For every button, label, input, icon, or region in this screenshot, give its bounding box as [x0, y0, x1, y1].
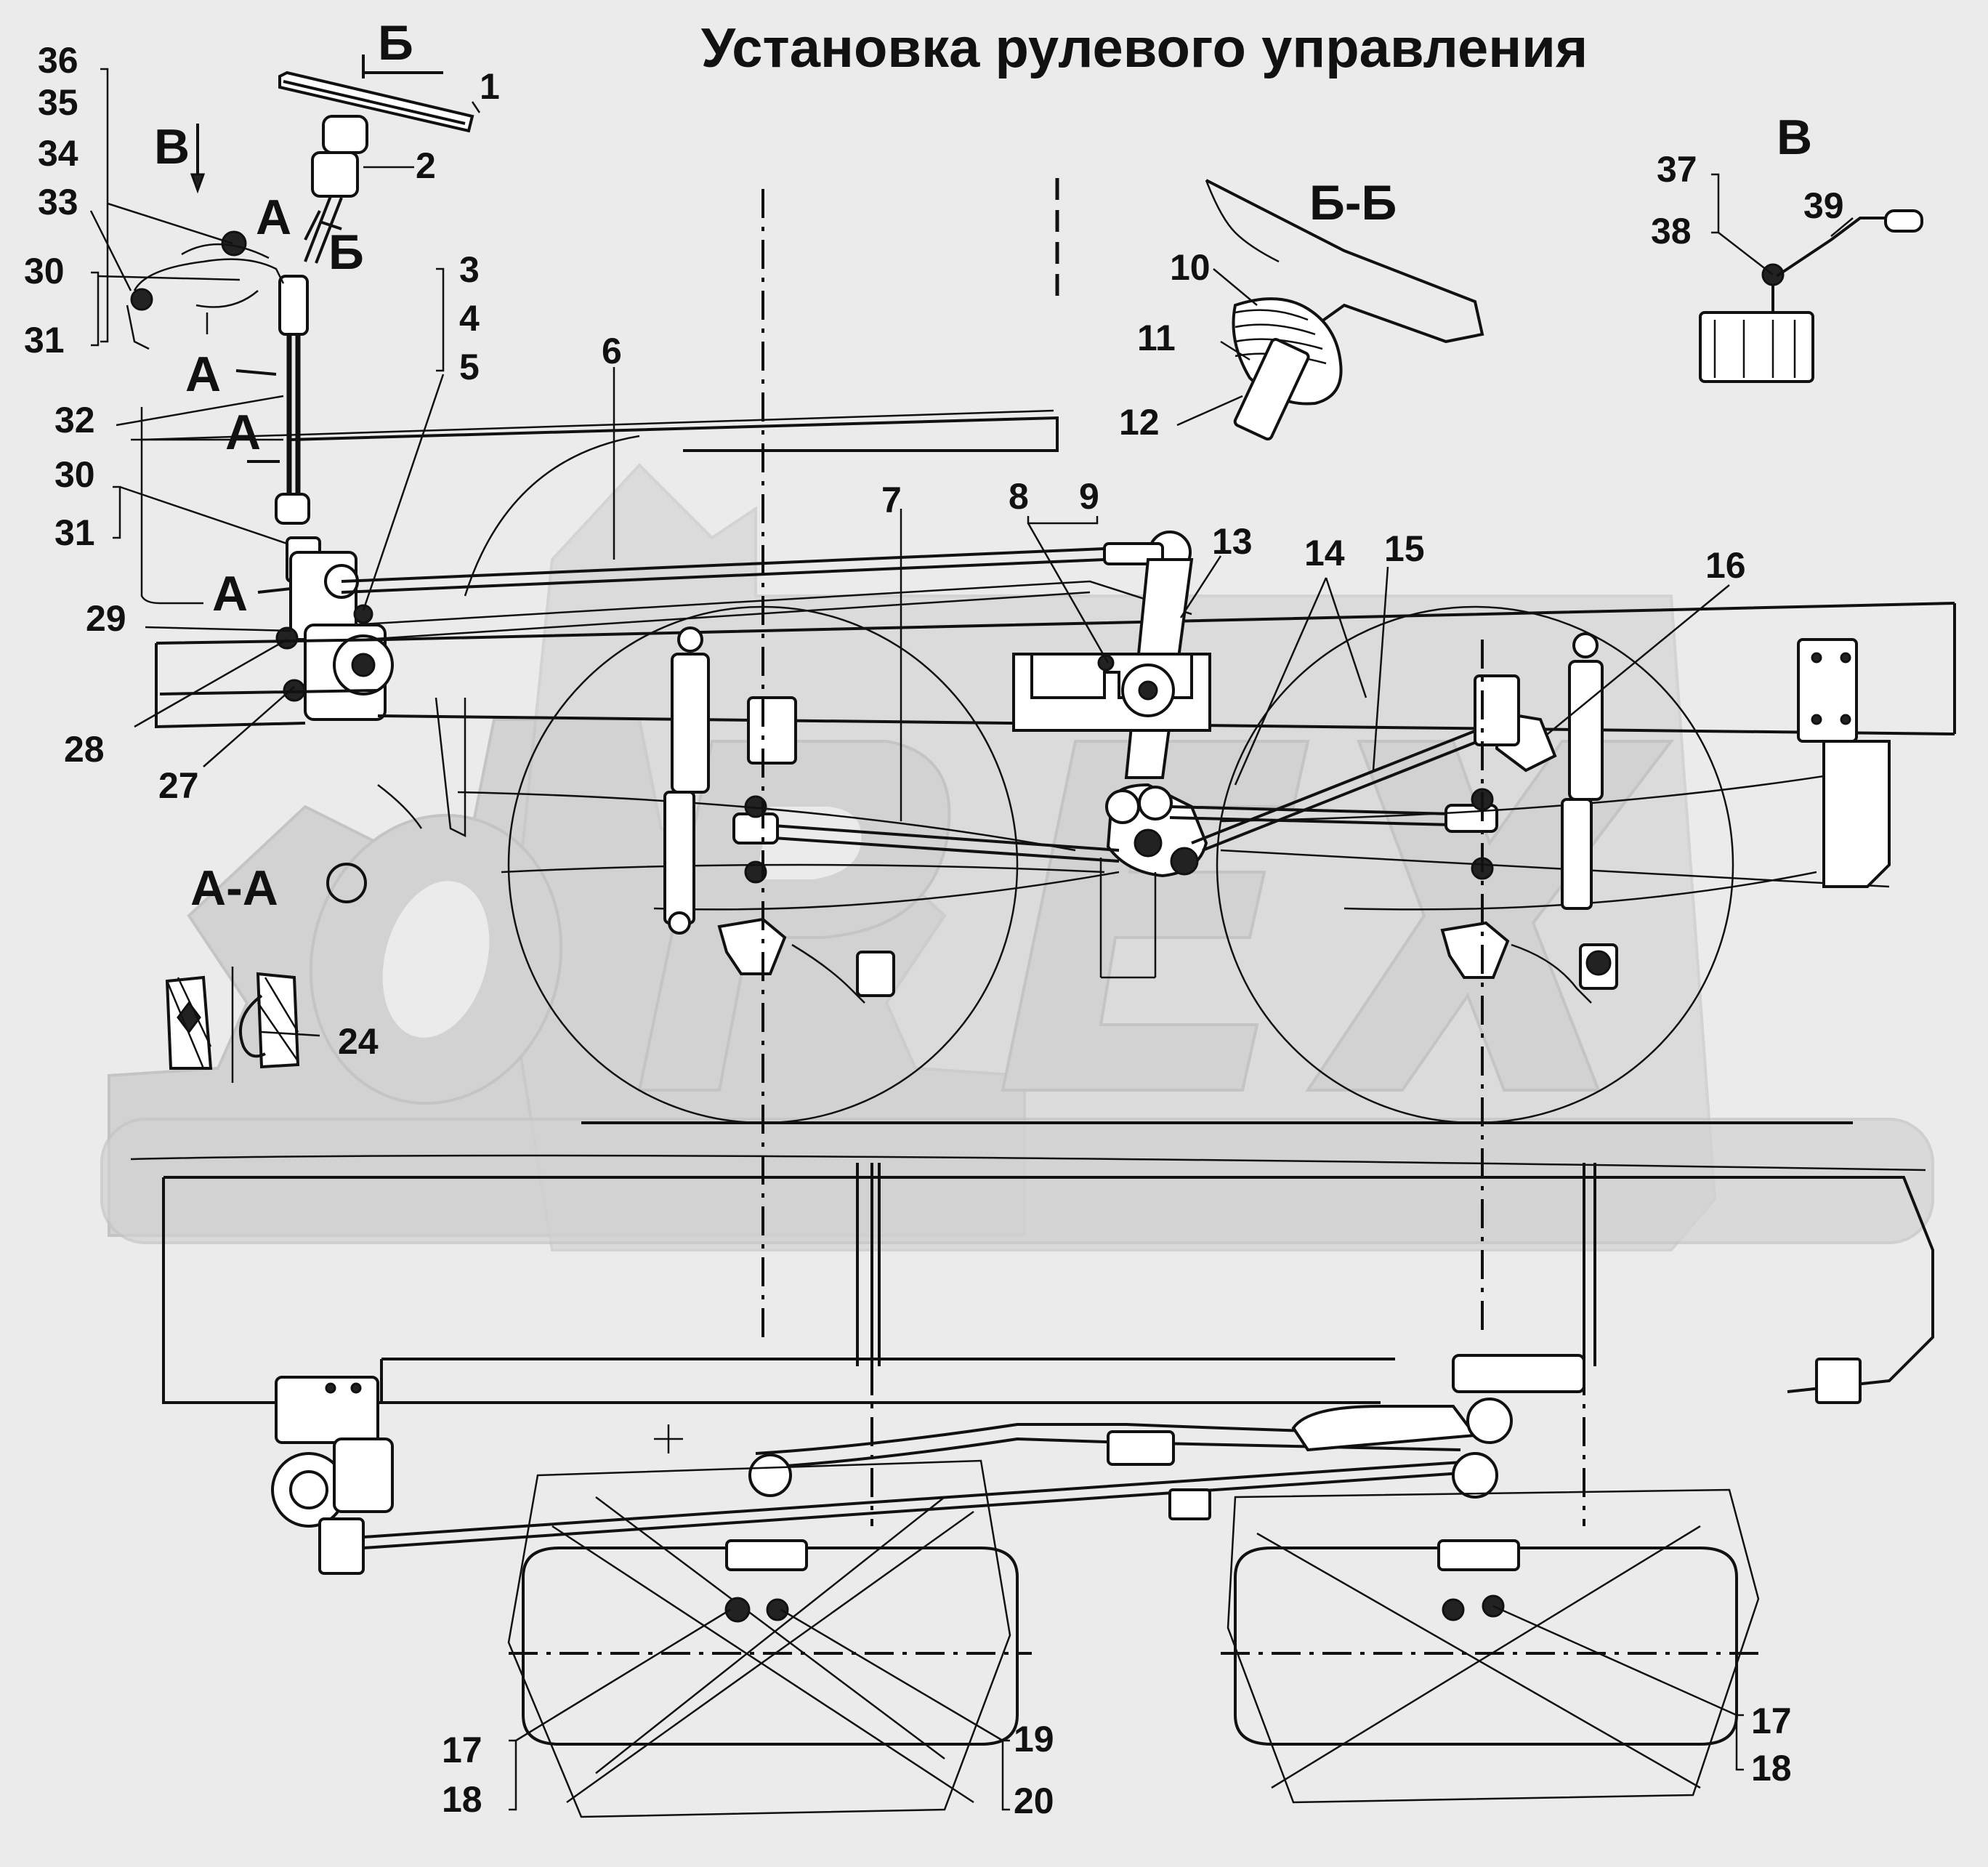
- callout-17-right: 17: [1751, 1701, 1792, 1741]
- section-aa-label: А-А: [190, 860, 278, 916]
- cab-outline: [141, 178, 1059, 597]
- callout-24: 24: [338, 1021, 379, 1062]
- section-a-label-3: А: [225, 405, 261, 460]
- callout-1: 1: [480, 66, 500, 107]
- callout-30-bottom: 30: [54, 454, 95, 495]
- section-a-label-1: А: [256, 190, 291, 245]
- callout-28: 28: [64, 729, 105, 770]
- callout-5: 5: [459, 347, 480, 387]
- callout-39: 39: [1803, 185, 1844, 226]
- rear-bracket: [1797, 638, 1891, 888]
- callout-38: 38: [1651, 211, 1692, 251]
- callout-14: 14: [1304, 533, 1345, 573]
- callout-37: 37: [1657, 149, 1697, 190]
- callout-29: 29: [86, 598, 126, 639]
- callout-34: 34: [38, 133, 78, 174]
- section-a-label-4: А: [212, 566, 248, 621]
- callout-20: 20: [1014, 1781, 1054, 1821]
- callout-35: 35: [38, 82, 78, 123]
- steering-gear-box: [275, 551, 394, 721]
- callout-18-right: 18: [1751, 1748, 1792, 1789]
- steering-column: [275, 115, 368, 583]
- section-a-arrow-2: [235, 369, 277, 376]
- section-a-arrow-4: [257, 587, 291, 594]
- knuckles-top: [724, 1539, 1520, 1623]
- callout-13: 13: [1212, 521, 1253, 562]
- callout-18-left: 18: [442, 1779, 482, 1820]
- column-bracket-linkage: [126, 230, 285, 605]
- shock-absorber-left: [663, 626, 710, 935]
- section-bb-drawing: [1205, 179, 1484, 441]
- callout-9: 9: [1079, 476, 1099, 517]
- callout-3: 3: [459, 249, 480, 290]
- callout-4: 4: [459, 298, 480, 339]
- callout-31-top: 31: [24, 320, 65, 360]
- knuckle-right: [1440, 674, 1618, 1004]
- rod-15: [1191, 710, 1557, 852]
- knuckle-left: [717, 696, 895, 1004]
- callout-17-left: 17: [442, 1730, 482, 1770]
- rods-top-view: [363, 1354, 1862, 1549]
- section-bb-label: Б-Б: [1309, 175, 1397, 230]
- section-a-label-2: А: [185, 347, 221, 402]
- frame-top-view: [130, 1154, 1934, 1526]
- section-b-small-label: Б: [328, 225, 364, 280]
- callout-30-top: 30: [24, 251, 65, 291]
- front-wheel-top-right: [1221, 1488, 1760, 1804]
- section-b-label: Б: [378, 15, 413, 70]
- callout-12: 12: [1119, 402, 1160, 443]
- diagram-title: Установка рулевого управления: [701, 17, 1588, 79]
- watermark-letters: [309, 740, 1675, 1105]
- view-v-arrow-label: В: [154, 119, 190, 174]
- callout-leaders: [89, 68, 1854, 1811]
- callout-7: 7: [881, 480, 902, 520]
- callout-36: 36: [38, 40, 78, 81]
- section-b-small-mark: [304, 210, 321, 241]
- callout-19: 19: [1014, 1719, 1054, 1759]
- drag-link-6: [341, 531, 1192, 641]
- front-wheel-top-left: [507, 1459, 1032, 1818]
- callout-31-bottom: 31: [54, 512, 95, 553]
- steering-gear-top: [271, 1376, 394, 1575]
- view-v-label: В: [1777, 110, 1812, 165]
- callout-16: 16: [1705, 545, 1746, 586]
- callout-15: 15: [1384, 528, 1425, 569]
- tie-rod-7: [732, 795, 1120, 884]
- view-v-drawing: [1699, 209, 1923, 383]
- callout-2: 2: [416, 145, 436, 186]
- callout-33: 33: [38, 182, 78, 222]
- callout-11: 11: [1137, 318, 1176, 358]
- callout-6: 6: [602, 331, 622, 371]
- steering-wheel: [278, 70, 474, 133]
- callout-8: 8: [1009, 476, 1029, 517]
- callout-27: 27: [158, 765, 199, 806]
- view-v-arrowhead: [190, 173, 206, 194]
- bracket-8-9: [1012, 653, 1211, 732]
- callout-32: 32: [54, 400, 95, 440]
- callout-10: 10: [1170, 247, 1211, 288]
- section-aa-drawing: [165, 863, 367, 1083]
